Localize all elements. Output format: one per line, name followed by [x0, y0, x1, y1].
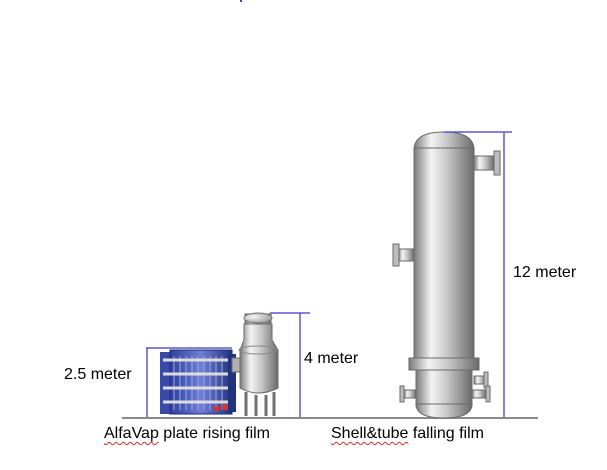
separator-shell [239, 323, 279, 394]
dimension-label-12m: 12 meter [513, 264, 577, 281]
caption-plate-rest: plate rising film [158, 425, 271, 442]
column-lower-shell [415, 369, 473, 407]
column-flange [408, 357, 480, 371]
caption-shell-falling-film: Shell&tube falling film [331, 425, 484, 443]
separator-vessel [238, 312, 279, 416]
caption-plate-rising-film: AlfaVap plate rising film [104, 425, 270, 443]
caption-shell-brand: Shell&tube [331, 425, 409, 442]
dimension-4m [270, 312, 310, 417]
dimension-12m [444, 131, 512, 417]
dimension-label-2-5m: 2.5 meter [64, 366, 132, 383]
alfavap-plate-exchanger [160, 349, 247, 415]
column-top-head [413, 131, 475, 151]
dimension-label-4m: 4 meter [304, 350, 359, 367]
caption-plate-brand: AlfaVap [104, 425, 159, 442]
column-shell [413, 147, 475, 371]
plate-frame-front [160, 352, 172, 414]
shell-and-tube-column [392, 131, 501, 419]
column-nozzle-lower-left [403, 389, 417, 399]
column-nozzle-left [397, 248, 415, 262]
dimension-2-5m [146, 347, 232, 417]
column-bottom-head [415, 403, 473, 419]
caption-shell-rest: falling film [408, 425, 484, 442]
stray-dot [240, 0, 242, 2]
plate-frame-back [228, 354, 236, 412]
column-nozzle-top-right [473, 155, 495, 171]
